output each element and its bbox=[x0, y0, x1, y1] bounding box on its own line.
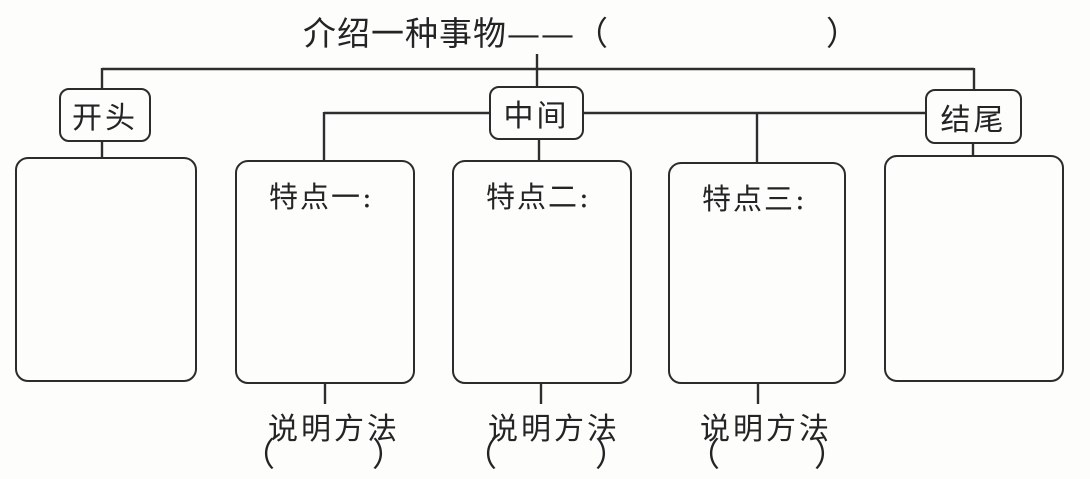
method-label-1: 说明方法 bbox=[268, 412, 400, 447]
ending-content-box bbox=[884, 155, 1064, 382]
feature-2-box: 特点二: bbox=[452, 160, 632, 384]
method-blank-1: （ ） bbox=[242, 436, 405, 474]
open-paren-icon: （ bbox=[687, 435, 720, 474]
method-label-2: 说明方法 bbox=[488, 412, 620, 447]
title-open-paren: （ bbox=[575, 14, 609, 53]
open-paren-icon: （ bbox=[242, 435, 275, 474]
node-ending: 结尾 bbox=[925, 89, 1022, 144]
node-middle-label: 中间 bbox=[503, 99, 570, 134]
feature-1-box: 特点一: bbox=[235, 160, 415, 384]
close-paren-icon: ） bbox=[595, 435, 628, 474]
title-label: 介绍一种事物—— bbox=[303, 14, 575, 53]
close-paren-icon: ） bbox=[814, 435, 847, 474]
method-blank-2: （ ） bbox=[464, 436, 628, 474]
diagram-title: 介绍一种事物—— （ bbox=[303, 14, 609, 54]
feature-2-label: 特点二: bbox=[486, 180, 591, 214]
node-ending-label: 结尾 bbox=[940, 102, 1007, 138]
open-paren-icon: （ bbox=[464, 435, 497, 474]
title-close-paren: ） bbox=[826, 14, 859, 53]
feature-3-label: 特点三: bbox=[702, 182, 807, 216]
feature-1-label: 特点一: bbox=[269, 180, 374, 214]
feature-3-box: 特点三: bbox=[668, 162, 846, 384]
close-paren-icon: ） bbox=[372, 435, 405, 474]
method-blank-3: （ ） bbox=[687, 436, 847, 474]
node-beginning-label: 开头 bbox=[72, 101, 138, 136]
beginning-content-box bbox=[15, 157, 197, 382]
node-beginning: 开头 bbox=[59, 88, 151, 142]
node-middle: 中间 bbox=[489, 86, 584, 140]
method-label-3: 说明方法 bbox=[700, 412, 832, 447]
